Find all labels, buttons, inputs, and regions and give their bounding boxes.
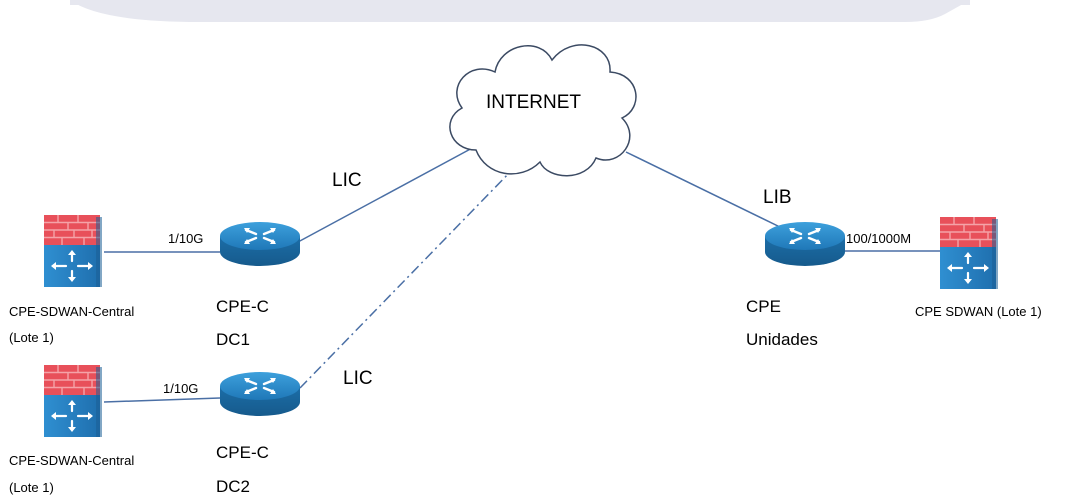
router-icon-unidades <box>763 220 847 268</box>
router-dc1-label-line2: DC1 <box>216 330 250 349</box>
router-unidades-label-line1: CPE <box>746 297 781 316</box>
firewall-1-label-line2: (Lote 1) <box>9 330 54 345</box>
router-dc2-label-line2: DC2 <box>216 477 250 496</box>
header-band-top <box>70 0 970 5</box>
router-icon-dc1 <box>218 220 302 268</box>
router-unidades-label-line2: Unidades <box>746 330 818 349</box>
link-dc1-internet <box>297 145 477 243</box>
link-fw2-dc2 <box>103 397 221 403</box>
firewall-2-label-line2: (Lote 1) <box>9 480 54 495</box>
router-icon-dc2 <box>218 370 302 418</box>
firewall-icon-1 <box>42 213 104 289</box>
router-dc1-label-line1: CPE-C <box>216 297 269 316</box>
firewall-icon-2 <box>42 363 104 439</box>
firewall-icon-3 <box>938 215 1000 291</box>
speed-label-fw3: 100/1000M <box>846 231 911 246</box>
link-label-dc1: LIC <box>332 170 362 191</box>
internet-label: INTERNET <box>486 92 581 113</box>
link-unidades-internet <box>625 151 783 229</box>
speed-label-fw1: 1/10G <box>168 231 203 246</box>
router-dc2-label-line1: CPE-C <box>216 443 269 462</box>
header-band <box>70 0 970 22</box>
link-label-unidades: LIB <box>763 187 792 208</box>
speed-label-fw2: 1/10G <box>163 381 198 396</box>
firewall-2-label-line1: CPE-SDWAN-Central <box>9 453 134 468</box>
firewall-3-label-line1: CPE SDWAN (Lote 1) <box>915 304 1042 319</box>
link-label-dc2: LIC <box>343 368 373 389</box>
internet-cloud-icon <box>449 44 637 177</box>
link-dc2-internet <box>299 167 515 389</box>
firewall-1-label-line1: CPE-SDWAN-Central <box>9 304 134 319</box>
